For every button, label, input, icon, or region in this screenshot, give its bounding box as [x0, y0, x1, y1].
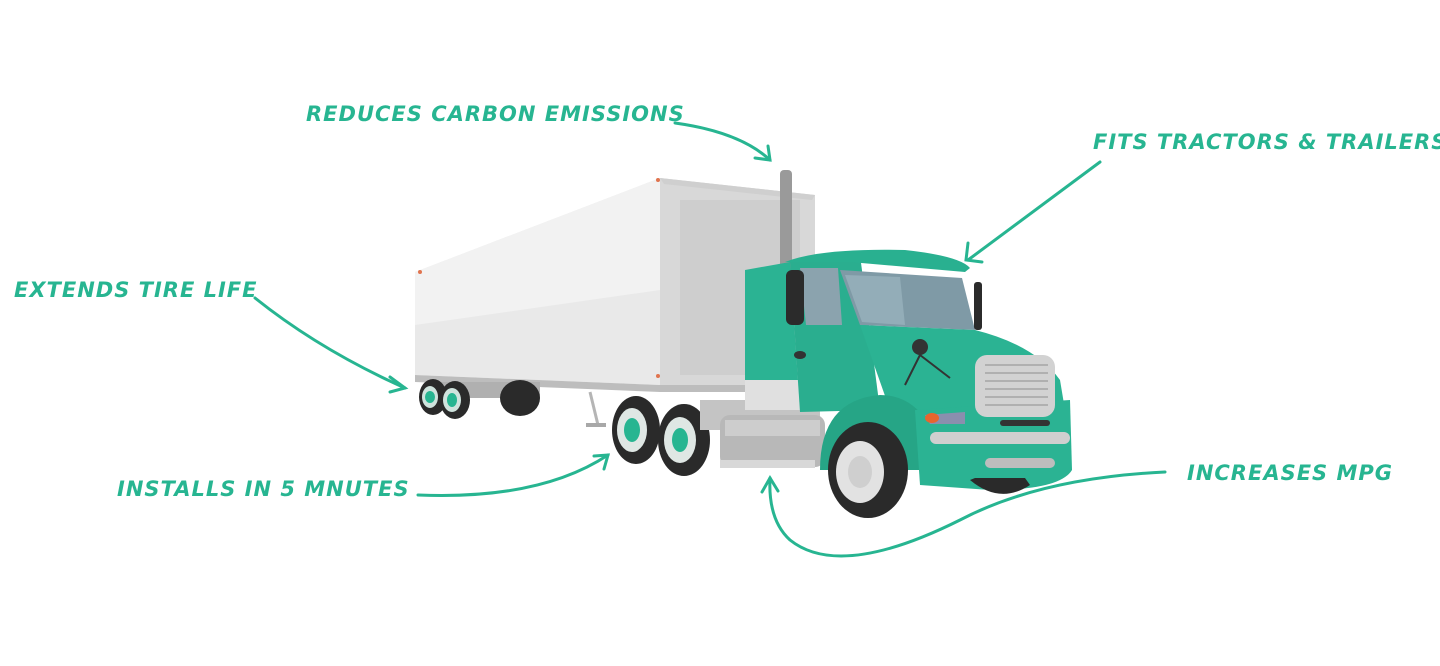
callout-installs-in-5-minutes: Installs in 5 Mnutes [117, 477, 410, 501]
arrow-tire-icon [253, 296, 407, 390]
arrow-mpg-icon [768, 470, 1167, 558]
trailer-wheels [419, 379, 540, 419]
arrow-installs-icon [416, 453, 610, 497]
callout-increases-mpg: Increases MPG [1187, 461, 1393, 485]
arrow-carbon-icon [673, 121, 772, 162]
tractor-cab [745, 249, 1072, 490]
callout-extends-tire-life: Extends Tire Life [14, 278, 258, 302]
callout-fits-tractors-trailers: Fits Tractors & Trailers [1093, 130, 1440, 154]
arrow-fits-icon [966, 160, 1102, 262]
callout-arrows [253, 121, 1167, 558]
front-wheel [828, 422, 1030, 518]
callout-reduces-carbon-emissions: Reduces Carbon Emissions [306, 102, 685, 126]
tractor-rear-wheels [612, 396, 710, 476]
